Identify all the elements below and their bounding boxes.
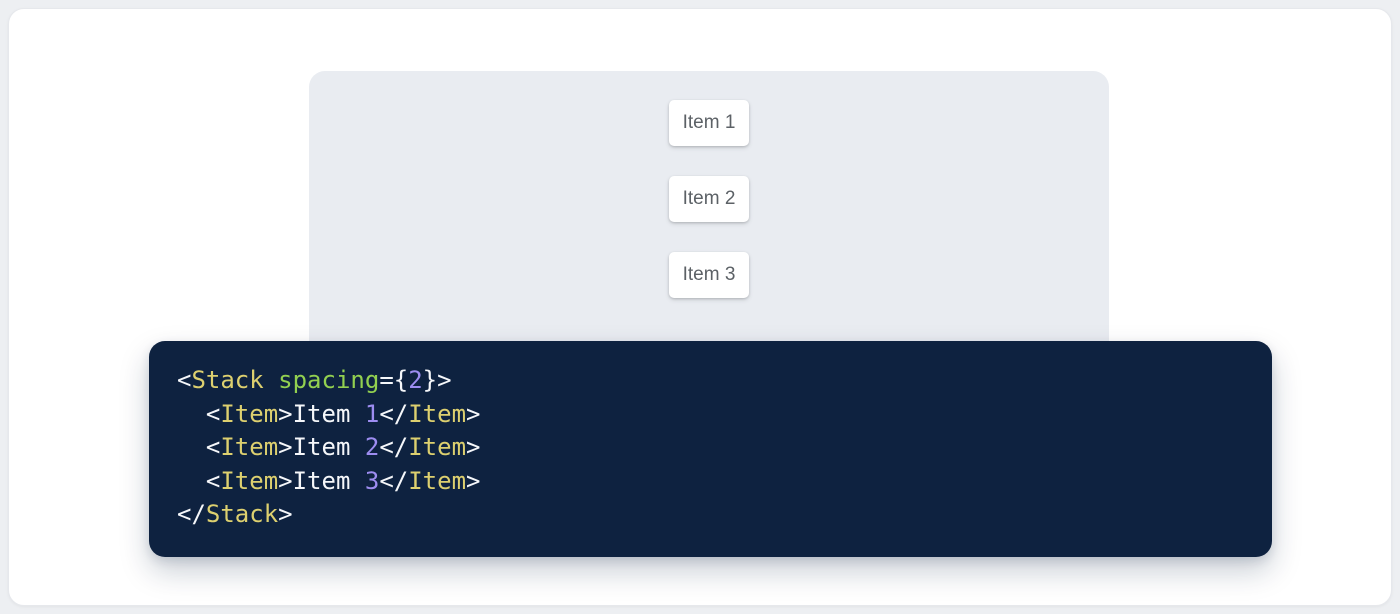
preview-panel: Item 1 Item 2 Item 3 — [309, 71, 1109, 371]
stack-item-label: Item 1 — [682, 112, 736, 133]
stack-demo: Item 1 Item 2 Item 3 — [309, 71, 1109, 298]
code-line: <Stack spacing={2}> — [177, 366, 452, 394]
stack-item: Item 2 — [669, 176, 749, 222]
code-line: </Stack> — [177, 500, 293, 529]
stack-item: Item 3 — [669, 252, 749, 298]
code-content: <Stack spacing={2}> <Item>Item 1</Item> … — [149, 341, 1272, 532]
stack-item-label: Item 3 — [682, 264, 736, 285]
code-line: <Item>Item 1</Item> — [205, 399, 481, 428]
content-card: Item 1 Item 2 Item 3 <Stack spacing={2}>… — [8, 8, 1392, 606]
code-line: <Item>Item 3</Item> — [205, 466, 481, 495]
stack-item-label: Item 2 — [682, 188, 736, 209]
code-block: <Stack spacing={2}> <Item>Item 1</Item> … — [149, 341, 1272, 557]
code-line: <Item>Item 2</Item> — [205, 433, 481, 462]
stack-item: Item 1 — [669, 100, 749, 146]
